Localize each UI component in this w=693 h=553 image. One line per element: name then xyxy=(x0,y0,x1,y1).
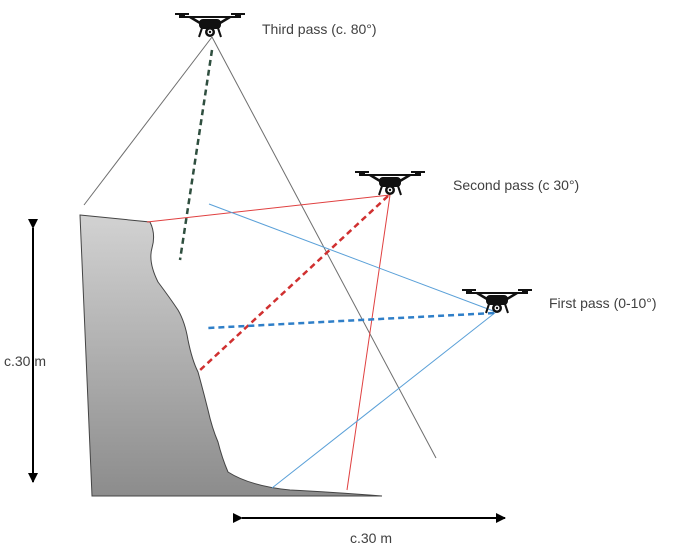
third-pass-camera-axis xyxy=(178,49,214,261)
drone-icon xyxy=(353,170,427,197)
distance-label: c.30 m xyxy=(350,530,393,546)
first-pass-label: First pass (0-10°) xyxy=(549,295,657,311)
second-pass-camera-axis xyxy=(197,195,389,373)
second-pass-view-line-top xyxy=(146,194,391,223)
drone-icon xyxy=(173,12,247,39)
second-pass-view-line-bottom xyxy=(346,194,391,491)
third-pass-label: Third pass (c. 80°) xyxy=(262,21,377,37)
cliff-shape xyxy=(79,214,383,497)
first-pass-view-line-bottom xyxy=(271,311,497,489)
first-pass-camera-axis xyxy=(207,311,495,330)
height-label: c.30 m xyxy=(4,353,47,369)
drone-icon xyxy=(460,288,534,315)
second-pass-label: Second pass (c 30°) xyxy=(453,177,580,193)
first-pass-view-line-top xyxy=(208,203,497,313)
third-pass-view-line-left xyxy=(83,36,213,206)
